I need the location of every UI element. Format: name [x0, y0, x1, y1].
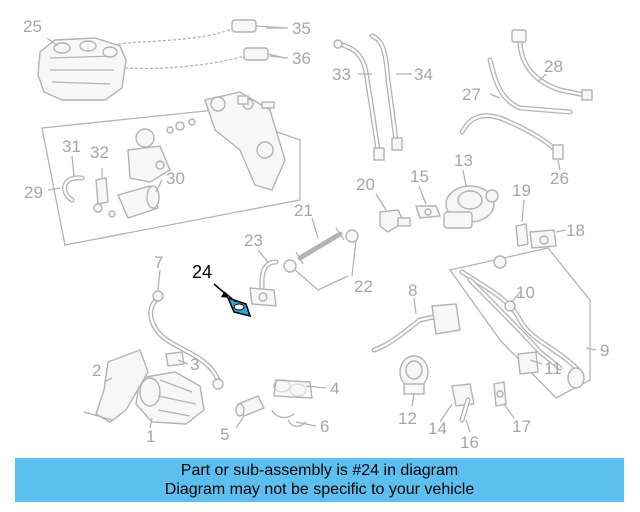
part-36-oxygen-sensor	[124, 47, 286, 70]
part-21-hose	[295, 227, 345, 265]
part-4-connector	[273, 379, 313, 399]
part-3-fitting	[165, 351, 185, 367]
part-28-pipe	[511, 29, 593, 101]
part-23-hose	[249, 259, 279, 307]
callout-6: 6	[320, 417, 329, 436]
callout-34: 34	[414, 65, 433, 84]
leader-lines	[46, 27, 597, 433]
part-13-egr-valve	[443, 185, 499, 229]
part-1-air-pump	[135, 371, 205, 425]
part-7-pipe	[148, 290, 224, 390]
part-2-bracket	[83, 349, 149, 423]
info-banner: Part or sub-assembly is #24 in diagram D…	[15, 458, 624, 502]
callout-23: 23	[244, 231, 263, 250]
part-14-bracket	[451, 383, 475, 407]
part-34-tube	[369, 33, 403, 151]
callout-27: 27	[462, 85, 481, 104]
callout-7: 7	[154, 253, 163, 272]
callout-12: 12	[398, 409, 417, 428]
callout-8: 8	[408, 281, 417, 300]
callout-1: 1	[146, 427, 155, 446]
part-12-valve	[399, 355, 429, 395]
part-17-gasket	[493, 381, 507, 407]
callout-29: 29	[24, 183, 43, 202]
part-19-gasket	[515, 223, 529, 247]
banner-line-1: Part or sub-assembly is #24 in diagram	[180, 462, 459, 479]
callout-17: 17	[512, 417, 531, 436]
callout-2: 2	[92, 361, 101, 380]
part-22-clamps	[283, 229, 359, 291]
callout-13: 13	[454, 151, 473, 170]
part-15-gasket	[415, 205, 441, 219]
part-8-pipe	[371, 303, 461, 353]
part-25-manifold	[37, 37, 127, 101]
callout-32: 32	[90, 143, 109, 162]
callout-24: 24	[192, 262, 212, 282]
parts-diagram: 25 35 36 33 34 28 27 26 31 32 29 30 13 2…	[23, 17, 609, 452]
part-33-tube	[333, 39, 385, 161]
part-18-pipe	[529, 229, 557, 249]
callout-35: 35	[292, 19, 311, 38]
callout-36: 36	[292, 49, 311, 68]
part-16-pipe	[459, 397, 471, 423]
callout-11: 11	[544, 359, 562, 378]
callout-10: 10	[516, 283, 535, 302]
part-5-hose	[235, 395, 265, 417]
part-26-clamp	[552, 144, 564, 160]
part-27-pipe	[459, 57, 573, 153]
callout-31: 31	[62, 137, 81, 156]
callout-21: 21	[294, 201, 313, 220]
part-11-gasket	[517, 351, 539, 375]
callout-19: 19	[512, 181, 531, 200]
callout-22: 22	[354, 277, 373, 296]
part-6-clamp	[271, 409, 307, 427]
callout-33: 33	[332, 65, 351, 84]
callout-15: 15	[410, 167, 429, 186]
callout-16: 16	[460, 433, 479, 452]
callout-18: 18	[566, 221, 585, 240]
callout-28: 28	[544, 57, 563, 76]
callout-14: 14	[428, 419, 447, 438]
banner-line-2: Diagram may not be specific to your vehi…	[164, 481, 475, 498]
part-20-fitting	[379, 209, 411, 233]
callout-26: 26	[550, 169, 569, 188]
part-24-gasket-highlighted	[213, 283, 252, 318]
part-31-hose	[62, 175, 85, 203]
part-35-oxygen-sensor	[117, 19, 286, 45]
callout-25: 25	[23, 17, 42, 36]
callout-3: 3	[190, 355, 199, 374]
callout-4: 4	[330, 379, 339, 398]
callout-9: 9	[600, 341, 609, 360]
part-32-fitting	[93, 177, 116, 218]
callout-30: 30	[166, 169, 185, 188]
part-30-canister	[117, 185, 160, 219]
part-9-pipe-assembly	[448, 247, 591, 399]
part-10-clamp	[493, 255, 516, 312]
inset-group-box	[41, 91, 301, 246]
callout-5: 5	[220, 425, 229, 444]
callout-20: 20	[356, 175, 375, 194]
callout-labels: 25 35 36 33 34 28 27 26 31 32 29 30 13 2…	[23, 17, 609, 452]
